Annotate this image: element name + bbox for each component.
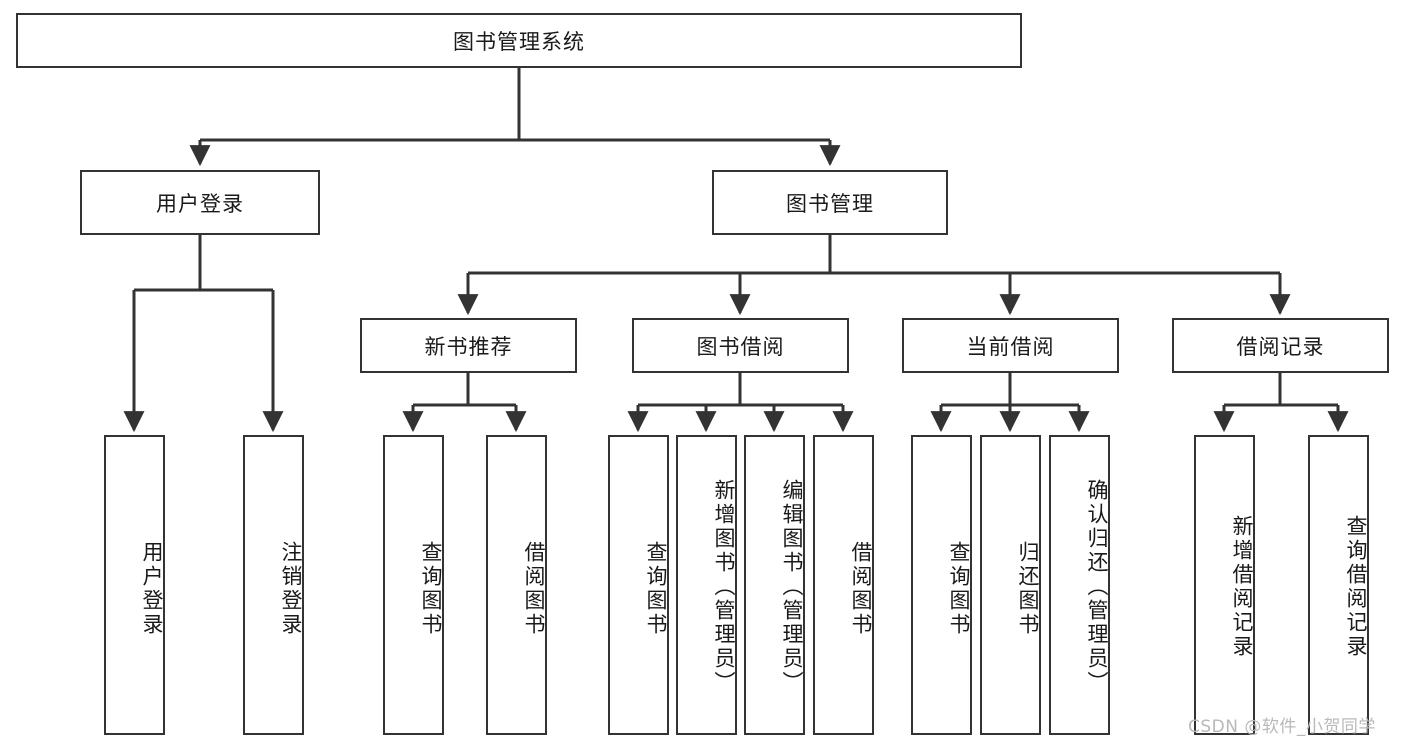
leaf-new-book-query-book[interactable]: 查询图书 <box>383 435 444 735</box>
leaf-user-login-login[interactable]: 用户登录 <box>104 435 165 735</box>
leaf-current-borrow-confirm-return-admin[interactable]: 确认归还（管理员） <box>1049 435 1110 735</box>
leaf-borrow-record-add-record[interactable]: 新增借阅记录 <box>1194 435 1255 735</box>
leaf-book-borrow-borrow-book[interactable]: 借阅图书 <box>813 435 874 735</box>
node-current-borrow[interactable]: 当前借阅 <box>902 318 1119 373</box>
leaf-new-book-borrow-book[interactable]: 借阅图书 <box>486 435 547 735</box>
leaf-book-borrow-add-book-admin[interactable]: 新增图书（管理员） <box>676 435 737 735</box>
leaf-book-borrow-query-book[interactable]: 查询图书 <box>608 435 669 735</box>
node-book-borrow[interactable]: 图书借阅 <box>632 318 849 373</box>
leaf-current-borrow-return-book[interactable]: 归还图书 <box>980 435 1041 735</box>
node-new-book-recommend[interactable]: 新书推荐 <box>360 318 577 373</box>
csdn-watermark: CSDN @软件_小贺同学 <box>1188 717 1376 737</box>
node-root-book-management-system[interactable]: 图书管理系统 <box>16 13 1022 68</box>
node-borrow-record[interactable]: 借阅记录 <box>1172 318 1389 373</box>
leaf-current-borrow-query-book[interactable]: 查询图书 <box>911 435 972 735</box>
leaf-borrow-record-query-record[interactable]: 查询借阅记录 <box>1308 435 1369 735</box>
node-user-login[interactable]: 用户登录 <box>80 170 320 235</box>
node-book-management[interactable]: 图书管理 <box>712 170 948 235</box>
leaf-user-login-logout[interactable]: 注销登录 <box>243 435 304 735</box>
leaf-book-borrow-edit-book-admin[interactable]: 编辑图书（管理员） <box>744 435 805 735</box>
